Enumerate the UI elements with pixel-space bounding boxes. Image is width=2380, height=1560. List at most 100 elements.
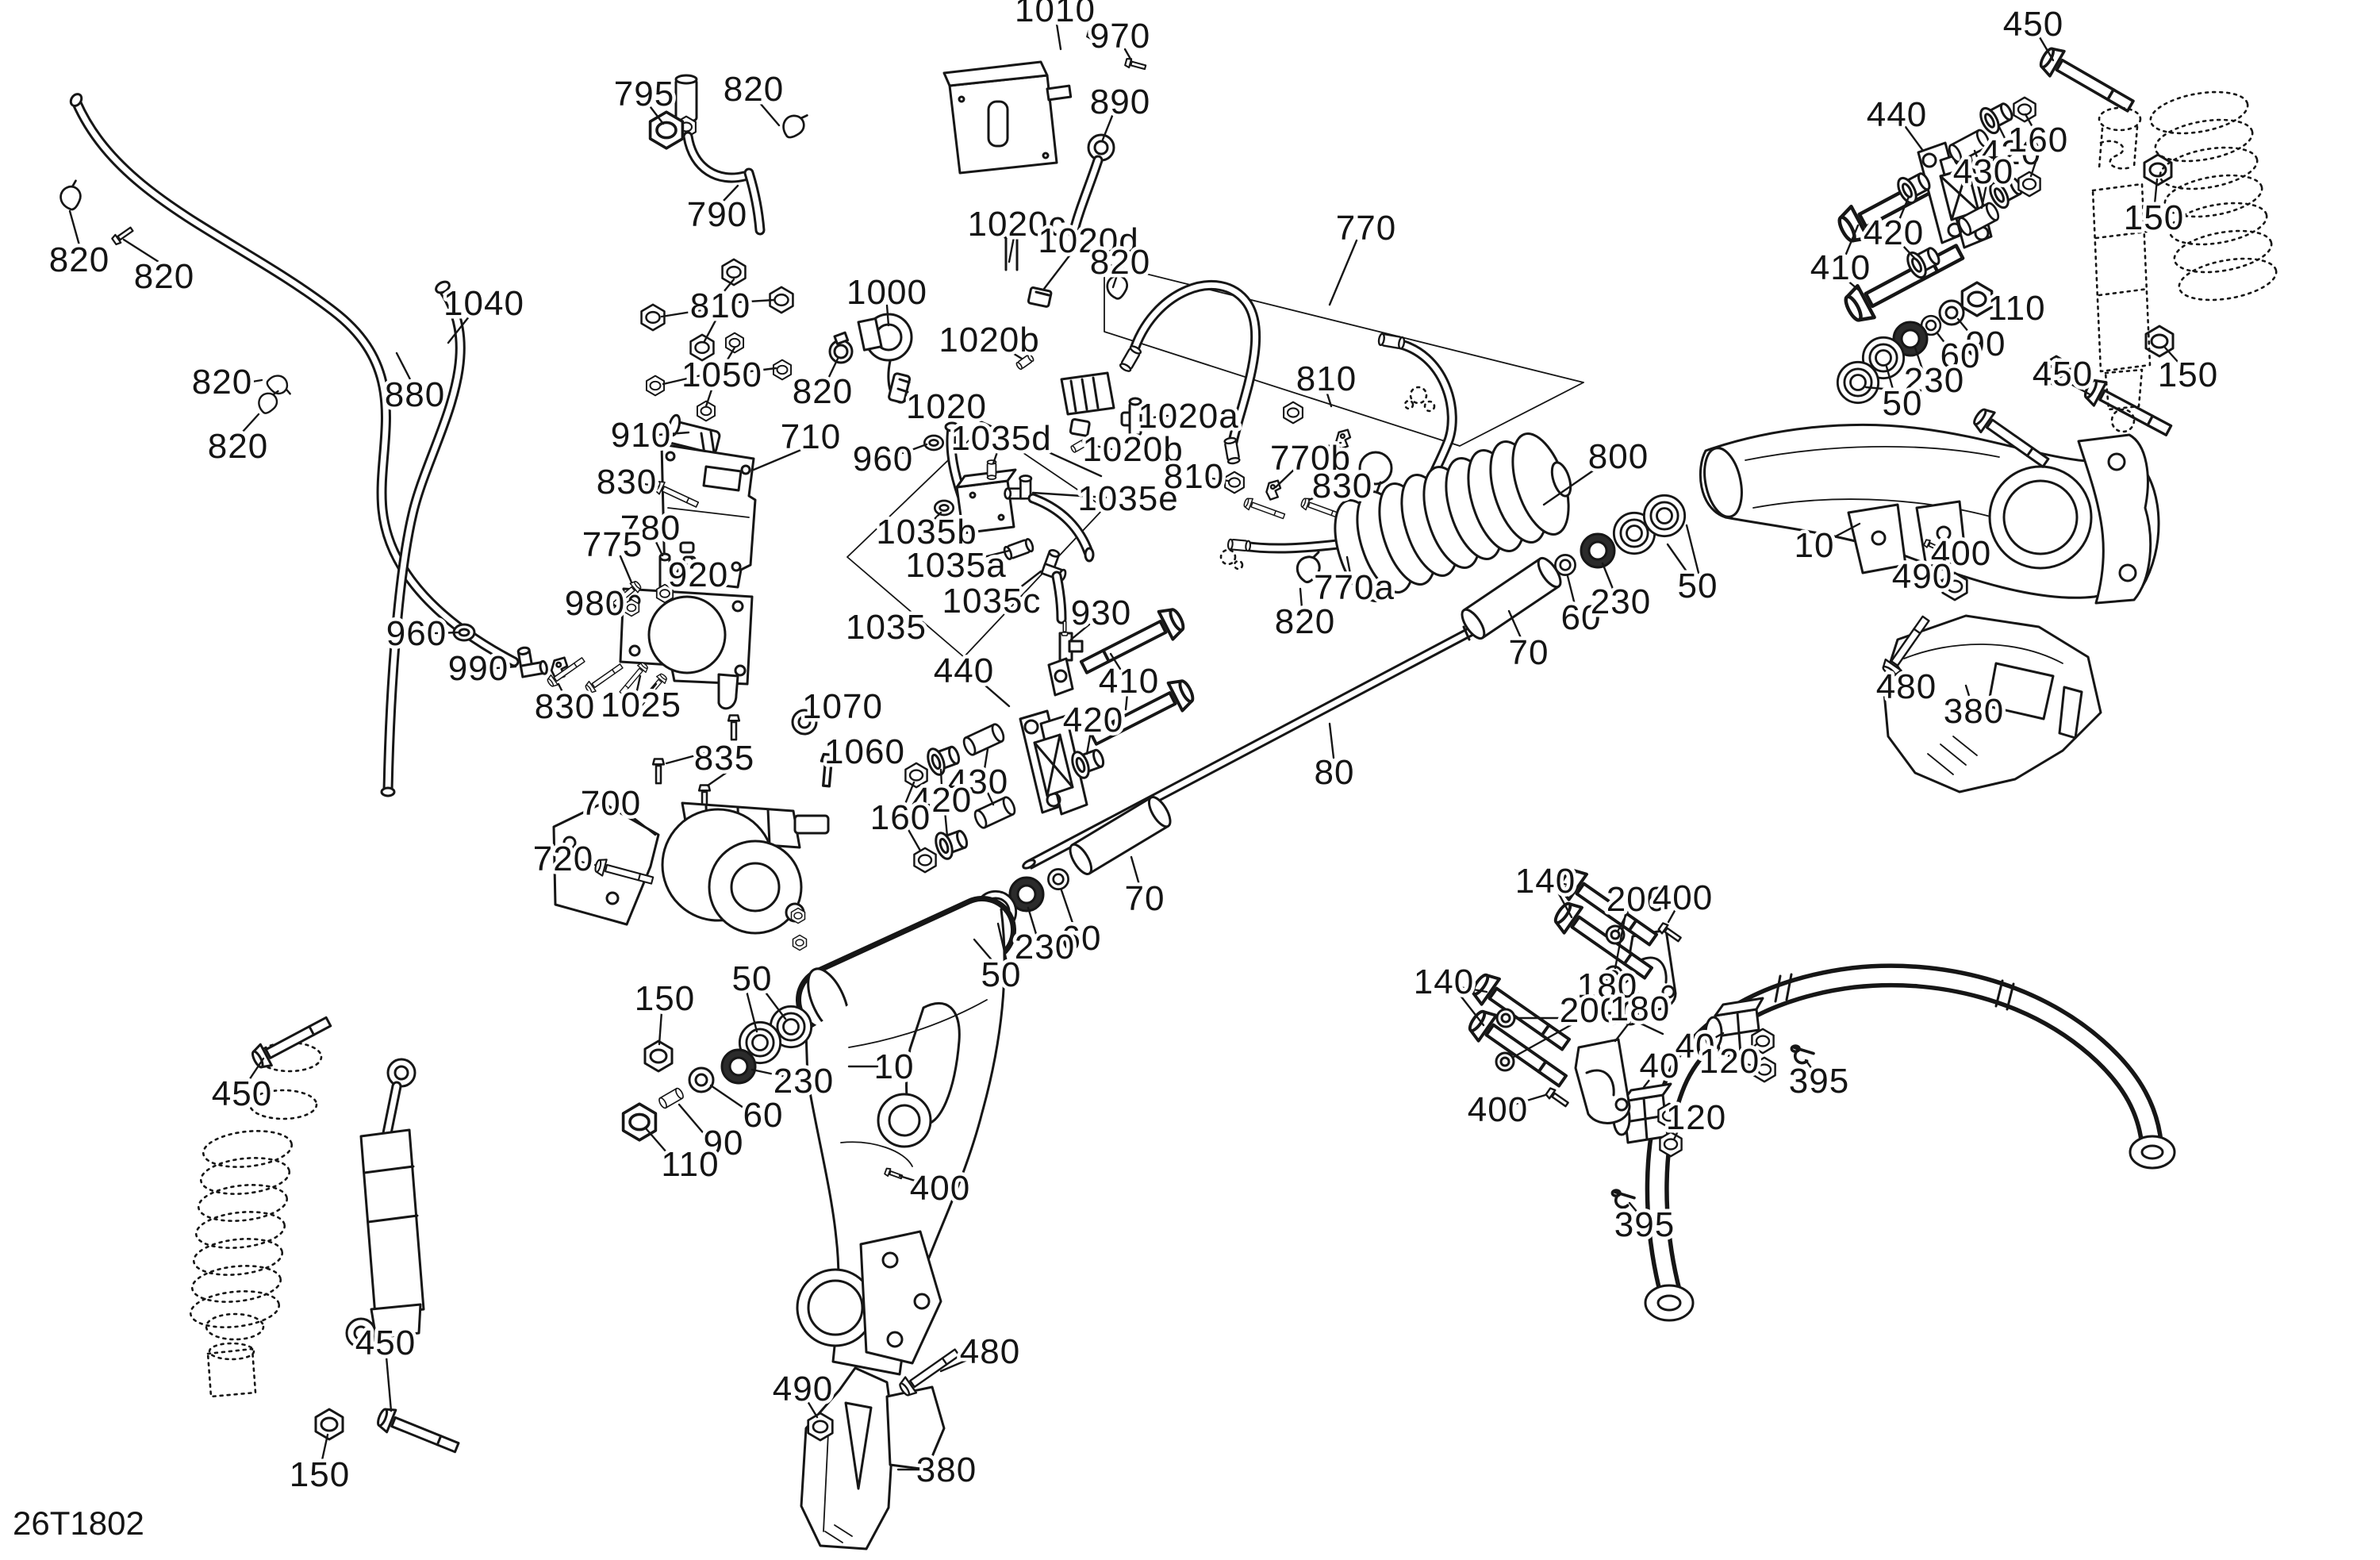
leader-line <box>1743 1043 1758 1056</box>
leader-line <box>976 549 1011 560</box>
part-label-200: 200 <box>1560 991 1620 1030</box>
leader-line <box>725 346 736 363</box>
leader-line <box>1326 441 1342 448</box>
part-label-160: 160 <box>870 798 931 837</box>
leader-line <box>1111 274 1119 289</box>
leader-line <box>703 317 718 343</box>
leader-line <box>996 922 1008 963</box>
nut-160-icon <box>2013 96 2036 123</box>
spacer-430-icon <box>960 721 1008 758</box>
part-label-400: 400 <box>1653 878 1713 917</box>
leader-line <box>1964 684 1971 700</box>
part-label-450: 450 <box>212 1074 272 1113</box>
leader-line <box>654 539 664 557</box>
leader-line <box>1123 48 1133 62</box>
leader-line <box>1055 22 1062 51</box>
leader-line <box>1914 346 1925 373</box>
screw-970-icon <box>1123 56 1148 73</box>
leader-line <box>1885 365 1895 394</box>
leader-line <box>447 314 471 344</box>
part-label-150: 150 <box>290 1455 350 1494</box>
part-label-480: 480 <box>960 1332 1020 1371</box>
part-label-790: 790 <box>687 195 747 234</box>
seal-230-icon <box>1580 532 1616 569</box>
part-label-770b: 770b <box>1270 439 1351 478</box>
part-shock-right-dotted <box>2091 106 2152 433</box>
leader-line <box>1667 908 1677 924</box>
leader-line <box>321 1433 329 1462</box>
part-label-450: 450 <box>2003 5 2063 44</box>
leader-line <box>657 431 690 436</box>
leader-line <box>579 860 597 866</box>
part-trailing-arm-left <box>796 896 1016 1376</box>
part-label-1050: 1050 <box>681 355 762 394</box>
leader-line <box>68 209 81 247</box>
leader-line <box>932 511 942 521</box>
part-guard-380-left <box>800 1366 946 1550</box>
leader-line <box>750 1068 787 1078</box>
leader-line <box>678 1103 708 1138</box>
leader-line <box>1956 317 1975 339</box>
part-label-770a: 770a <box>1314 568 1395 607</box>
part-label-10: 10 <box>874 1047 915 1086</box>
leader-line <box>2038 36 2055 62</box>
leader-line <box>1829 522 1861 540</box>
leader-line <box>1558 882 1577 888</box>
part-label-820: 820 <box>134 257 194 296</box>
leader-line <box>736 367 777 375</box>
part-label-820: 820 <box>724 70 784 109</box>
part-label-970: 970 <box>1090 17 1150 56</box>
part-label-930: 930 <box>1071 594 1131 632</box>
part-label-1025: 1025 <box>601 686 681 724</box>
clip-820-icon <box>256 387 280 416</box>
leader-line <box>885 304 890 327</box>
part-label-400: 400 <box>1468 1090 1528 1129</box>
bearing-50-icon <box>1642 494 1687 538</box>
part-label-830: 830 <box>597 463 657 501</box>
diagram-code: 26T1802 <box>13 1504 144 1542</box>
leader-line <box>1988 300 2002 308</box>
leader-line <box>1042 250 1074 290</box>
part-link-440-center <box>904 602 1199 874</box>
part-clamp-820 <box>828 331 854 364</box>
part-label-10: 10 <box>1795 526 1835 565</box>
part-label-1035e: 1035e <box>1077 479 1178 518</box>
part-shock-left <box>345 1058 425 1349</box>
leader-line <box>1006 348 1023 360</box>
part-label-230: 230 <box>1015 928 1075 966</box>
leader-line <box>1274 467 1296 489</box>
leader-line <box>1934 544 1947 551</box>
part-label-160: 160 <box>2008 121 2068 159</box>
leader-line <box>122 238 160 263</box>
part-link-440-upper <box>1834 96 2041 326</box>
part-label-1035: 1035 <box>846 608 927 647</box>
leader-line <box>1622 976 1634 986</box>
leader-line <box>611 604 627 609</box>
leader-line <box>1101 114 1114 141</box>
part-module-1010 <box>942 60 1073 175</box>
leader-line <box>1685 524 1700 574</box>
part-label-150: 150 <box>635 979 695 1018</box>
bolt-835-icon <box>651 758 666 785</box>
leader-line <box>1937 578 1948 584</box>
part-label-720: 720 <box>533 840 593 878</box>
part-spring-right-dotted <box>2149 90 2278 302</box>
part-label-820: 820 <box>49 240 109 279</box>
leader-line <box>983 747 989 770</box>
part-label-110: 110 <box>1987 289 2045 328</box>
leader-line <box>1069 623 1091 641</box>
leader-line <box>495 665 517 670</box>
part-label-810: 810 <box>1164 457 1224 496</box>
leader-line <box>1011 570 1042 595</box>
leader-line <box>904 781 916 805</box>
leader-line <box>1328 239 1358 306</box>
part-label-400: 400 <box>1931 534 1991 573</box>
nut-160-icon <box>2017 171 2041 198</box>
leader-line <box>709 1084 747 1111</box>
leader-line <box>1844 278 1864 295</box>
part-label-450: 450 <box>355 1324 416 1362</box>
part-label-410: 410 <box>1810 248 1871 287</box>
part-label-80: 80 <box>1315 753 1355 792</box>
leader-line <box>735 298 776 304</box>
part-label-120: 120 <box>1699 1042 1760 1081</box>
